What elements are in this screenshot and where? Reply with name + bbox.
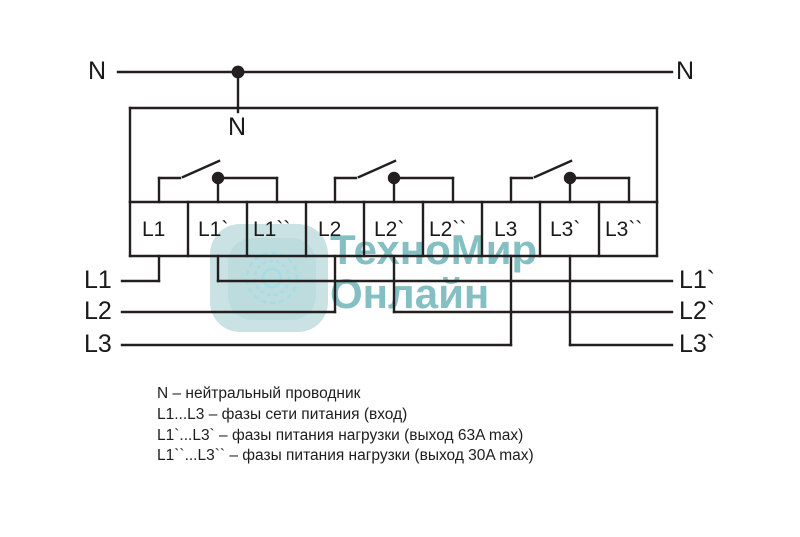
legend: N – нейтральный проводник L1...L3 – фазы… [157, 384, 697, 467]
terminal-label-L2: L2 [318, 218, 342, 241]
switch-1-blade [181, 159, 221, 179]
terminal-label-L3: L3 [494, 218, 518, 241]
terminal-label-L2-prime: L2` [374, 218, 405, 241]
terminal-label-L1-double-prime: L1`` [253, 218, 291, 241]
neutral-left-label: N [88, 57, 107, 85]
terminal-label-L3-double-prime: L3`` [605, 218, 643, 241]
terminal-label-L1: L1 [142, 218, 166, 241]
neutral-inner-label: N [228, 113, 247, 141]
watermark-logo-icon [210, 224, 328, 332]
terminal-label-L2-double-prime: L2`` [429, 218, 467, 241]
input-label-L1: L1 [84, 266, 112, 294]
legend-line-input-phases: L1...L3 – фазы сети питания (вход) [157, 405, 408, 423]
neutral-junction-dot [231, 65, 245, 79]
neutral-right-label: N [676, 57, 695, 85]
legend-line-neutral: N – нейтральный проводник [157, 385, 361, 402]
output-label-L3-prime: L3` [679, 330, 716, 358]
output-label-L2-prime: L2` [679, 297, 716, 325]
watermark-line-2: Онлайн [330, 270, 489, 317]
input-label-L2: L2 [84, 297, 112, 325]
switch-2-blade [357, 159, 397, 179]
switch-3-blade [533, 159, 573, 179]
terminal-label-L1-prime: L1` [198, 218, 229, 241]
legend-line-output-30a: L1``...L3`` – фазы питания нагрузки (вых… [157, 447, 534, 465]
output-label-L1-prime: L1` [679, 266, 716, 294]
switch-2-junction-dot [387, 171, 401, 185]
legend-line-output-63a: L1`...L3` – фазы питания нагрузки (выход… [157, 426, 524, 444]
switch-3-junction-dot [563, 171, 577, 185]
switch-1-junction-dot [211, 171, 225, 185]
terminal-label-L3-prime: L3` [550, 218, 581, 241]
input-label-L3: L3 [84, 330, 112, 358]
